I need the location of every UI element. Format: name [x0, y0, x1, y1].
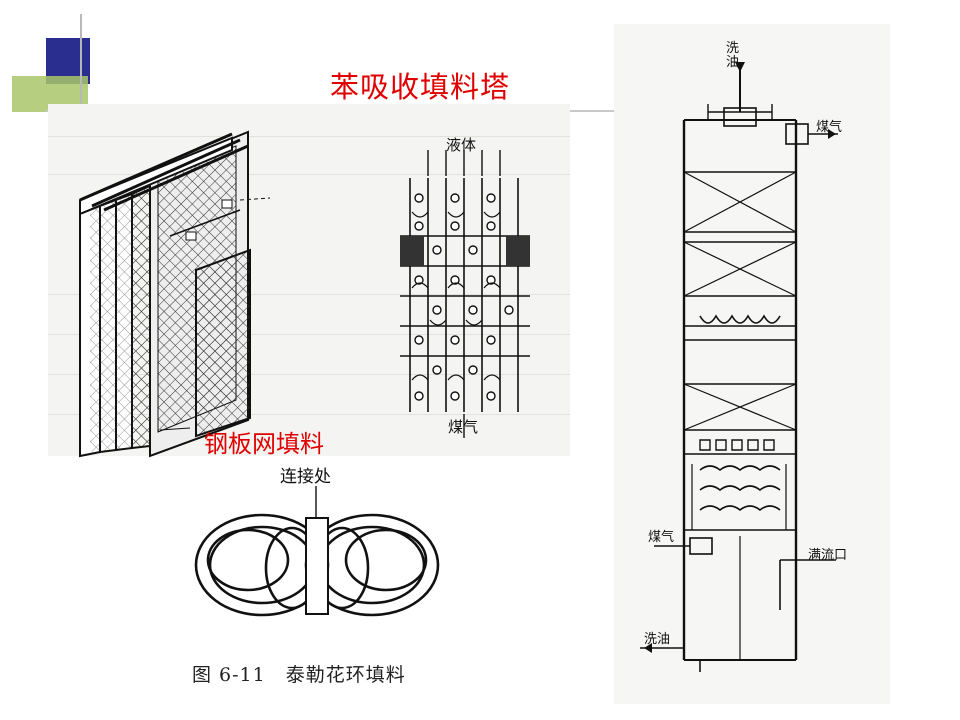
tower-label-wash-oil-out: 洗油: [644, 632, 671, 647]
joint-label: 连接处: [280, 467, 331, 487]
tower-label-gas-in: 煤气: [648, 530, 675, 545]
steel-mesh-label: 钢板网填料: [204, 430, 324, 458]
tower-label-overflow: 满流口: [808, 548, 848, 563]
slide-title: 苯吸收填料塔: [330, 70, 511, 104]
tower-label-wash-oil-in: 洗 油: [726, 41, 740, 70]
figure-caption: 图 6-11 泰勒花环填料: [192, 664, 406, 686]
tower-panel: [614, 24, 890, 704]
flow-label-gas-bottom: 煤气: [448, 418, 479, 436]
flow-label-liquid: 液体: [446, 136, 477, 154]
tower-label-gas-out: 煤气: [816, 120, 843, 135]
deco-vertical-line: [80, 14, 82, 132]
